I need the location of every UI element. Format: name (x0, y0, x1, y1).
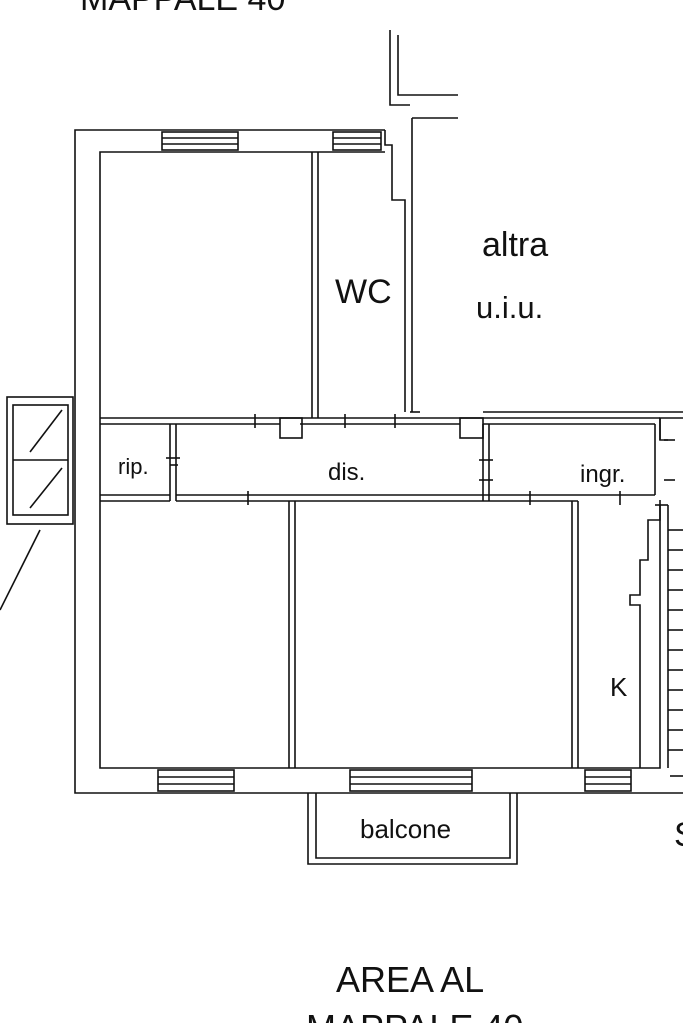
bottom-area-label-line1: AREA AL (336, 959, 484, 1000)
room-label-wc: WC (335, 273, 392, 311)
right-edge-label: S (674, 816, 683, 854)
wall-ticks (166, 414, 675, 505)
window-top-left (161, 131, 239, 151)
external-stair (667, 505, 683, 777)
altra-label-line2: u.i.u. (476, 290, 543, 325)
left-external-box (0, 396, 74, 611)
dis-walls (176, 424, 655, 502)
window-bottom-left (157, 769, 235, 792)
room-label-ingr: ingr. (580, 461, 625, 488)
lower-room-walls (288, 501, 579, 768)
room-label-rip: rip. (118, 454, 149, 479)
room-label-dis: dis. (328, 459, 365, 486)
window-bottom-right (584, 769, 632, 792)
balcony-outline (307, 793, 518, 865)
window-bottom-center (349, 769, 473, 792)
altra-label-line1: altra (482, 226, 548, 264)
rip-walls (100, 424, 178, 502)
bottom-area-label-line2: MAPPALE 40 (306, 1007, 523, 1023)
room-label-balcone: balcone (360, 814, 451, 844)
top-area-label: MAPPALE 40 (80, 0, 285, 18)
window-top-wc (332, 131, 382, 151)
room-label-k: K (610, 672, 628, 702)
neighbour-boundary (384, 30, 458, 412)
ingr-k-walls (629, 424, 668, 768)
